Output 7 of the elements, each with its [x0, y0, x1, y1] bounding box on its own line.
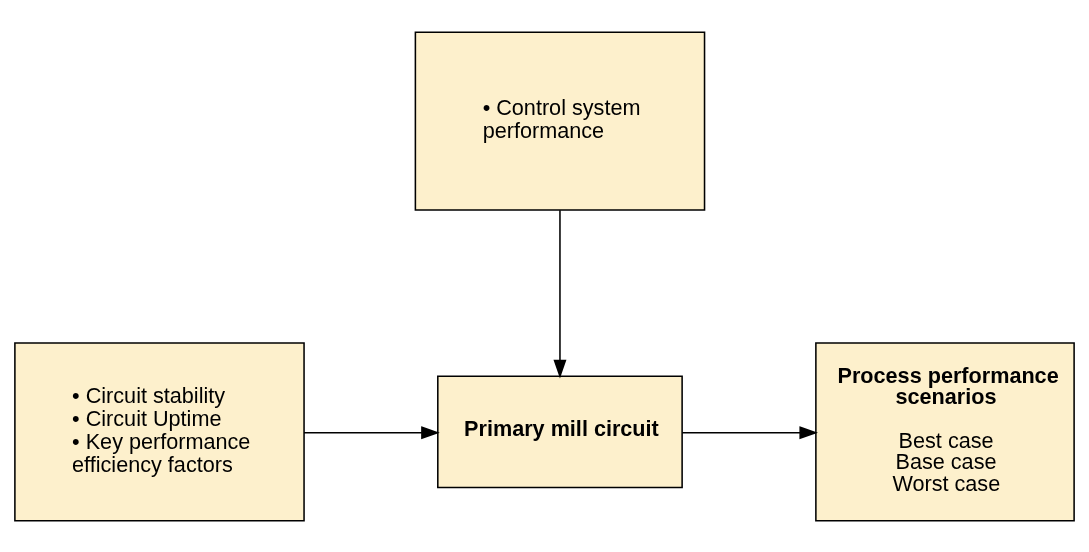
arrow: [553, 208, 567, 378]
arrow: [681, 425, 818, 439]
node-box: Process performance scenarios Best case Base case Worst case: [815, 341, 1075, 522]
node-box: Primary mill circuit: [437, 374, 683, 488]
node-box: • Circuit stability • Circuit Uptime • Key performance efficiency factors: [14, 341, 305, 522]
arrow: [303, 425, 440, 439]
node-box: • Control system performance: [414, 30, 706, 211]
